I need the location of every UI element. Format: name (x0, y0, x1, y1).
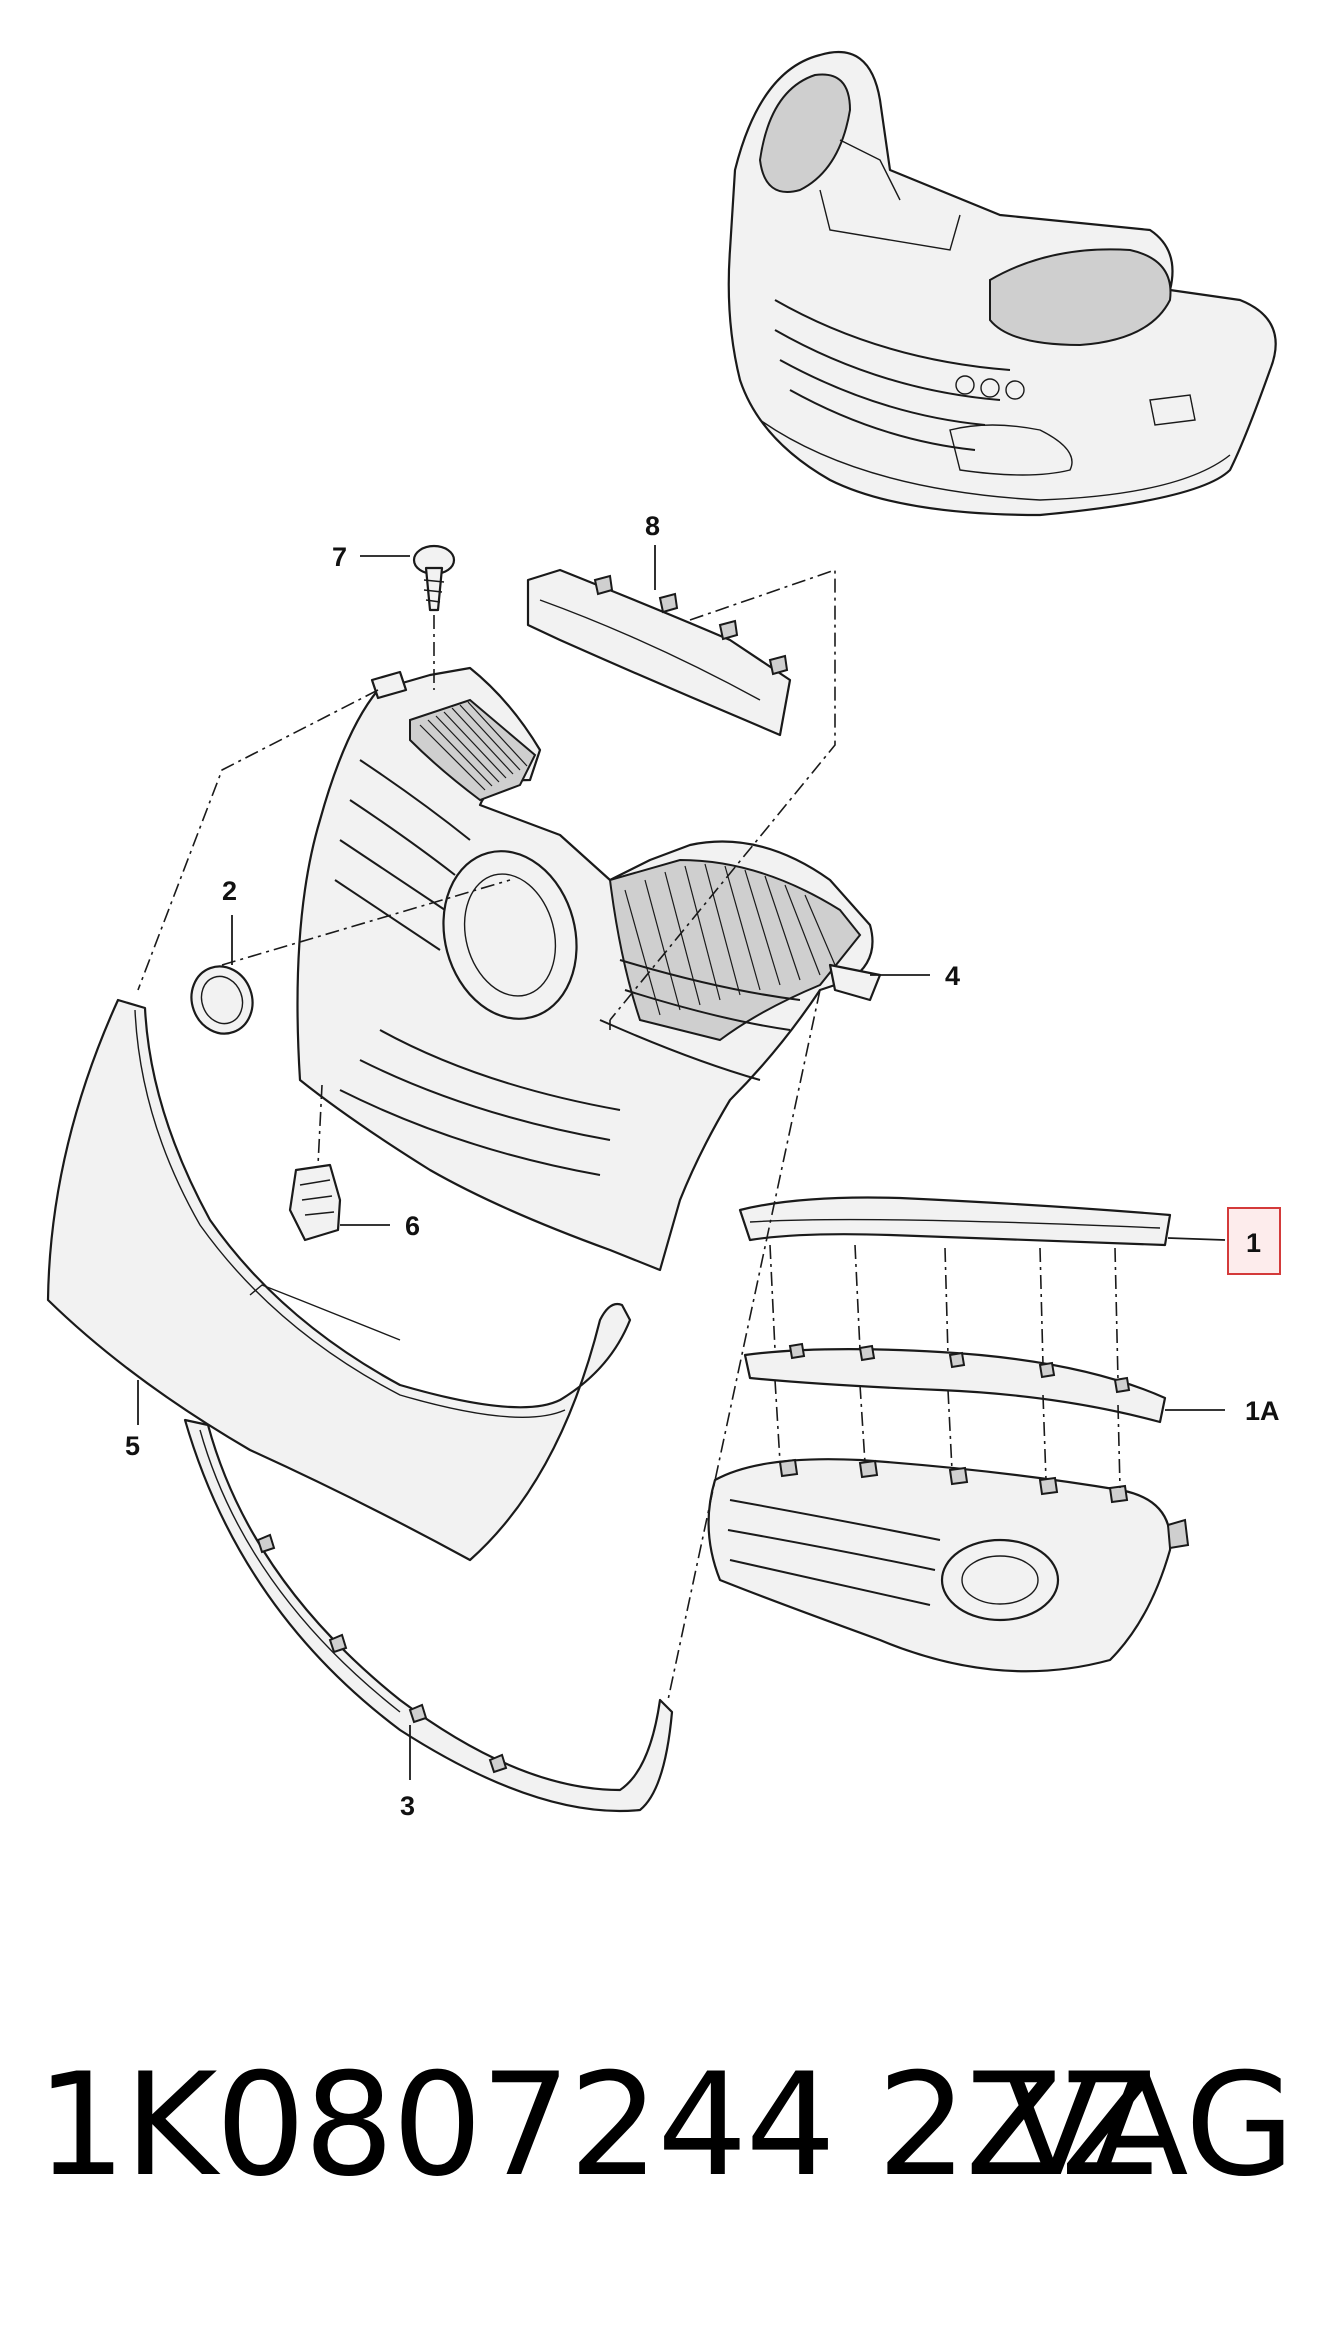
callout-1a: 1A (1245, 1396, 1280, 1426)
part-5-bumper-cover (46, 998, 632, 1562)
part-3-lower-trim (183, 1418, 674, 1813)
part-7-screw (412, 544, 456, 612)
part-4-radiator-grille (296, 666, 882, 1272)
upper-vent-hatching (419, 701, 528, 791)
brand-text: VAG (1004, 2043, 1295, 2208)
callout-3: 3 (400, 1791, 415, 1821)
part-1-chrome-trim (738, 1196, 1172, 1247)
assembly-lines (137, 568, 1121, 1701)
front-end-reference-view (727, 50, 1277, 517)
callout-5: 5 (125, 1431, 140, 1461)
callout-2: 2 (222, 876, 237, 906)
callout-7: 7 (332, 542, 347, 572)
part-number-text: 1K0807244 2ZZ (36, 2043, 1158, 2208)
part-6-clip (288, 1163, 342, 1242)
lower-grille-hatching (624, 863, 836, 1016)
fog-light-grille (707, 1458, 1190, 1673)
part-2-emblem-cap (190, 965, 254, 1035)
callout-6: 6 (405, 1211, 420, 1241)
part-8-upper-trim (526, 568, 792, 737)
part-1a-trim-carrier (743, 1342, 1167, 1424)
callout-1: 1 (1246, 1228, 1261, 1258)
callout-labels: 1 1A 2 3 4 5 6 7 8 (125, 511, 1281, 1821)
leader-lines (137, 545, 1226, 1780)
callout-1-highlight (1227, 1207, 1281, 1275)
callout-8: 8 (645, 511, 660, 541)
callout-4: 4 (945, 961, 960, 991)
